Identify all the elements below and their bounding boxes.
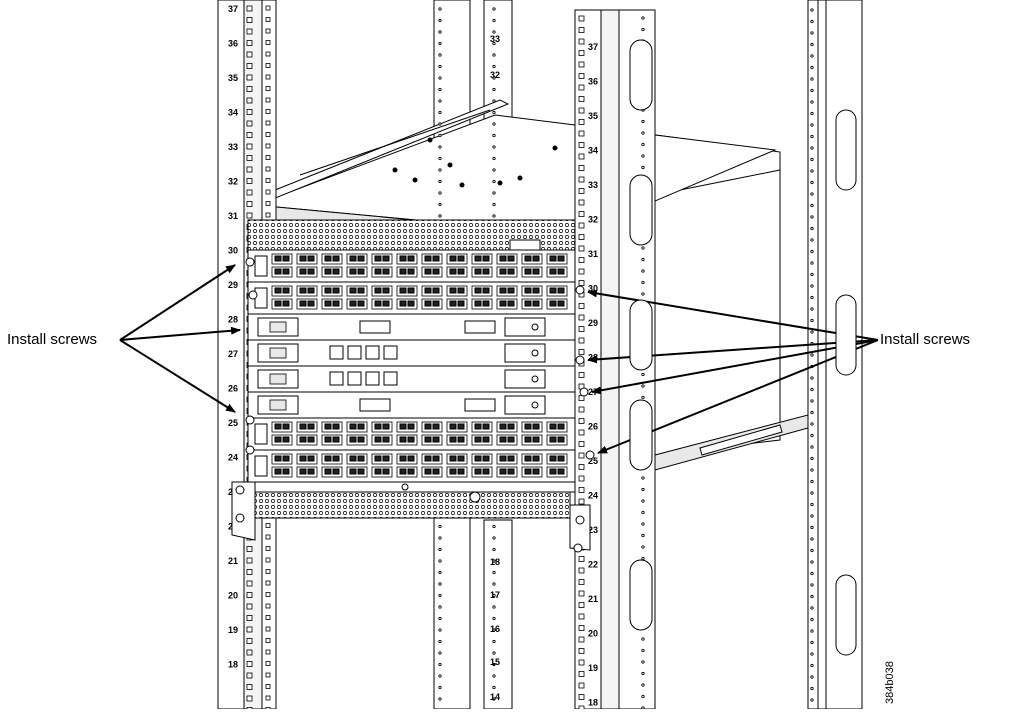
rack-unit-number: 20 <box>228 591 238 601</box>
rack-unit-number: 19 <box>228 625 238 635</box>
screw-left-4 <box>245 445 255 455</box>
screw-right-2 <box>575 355 585 365</box>
rack-unit-number: 36 <box>228 39 238 49</box>
screw-right-5 <box>575 515 585 525</box>
rack-unit-number: 26 <box>588 422 598 432</box>
rack-unit-number: 14 <box>490 692 500 702</box>
rack-unit-number: 24 <box>228 453 238 463</box>
rack-unit-number: 23 <box>588 525 598 535</box>
chassis-front-panel <box>231 219 591 551</box>
rack-unit-number: 34 <box>228 108 238 118</box>
rack-unit-number: 27 <box>228 349 238 359</box>
screw-left-5 <box>235 485 245 495</box>
arrow-right-1 <box>587 289 879 341</box>
rack-unit-number: 32 <box>228 177 238 187</box>
rear-rail-right-inner <box>817 0 827 710</box>
rack-unit-number: 30 <box>228 246 238 256</box>
rack-unit-number: 34 <box>588 146 598 156</box>
arrow-left-mid <box>119 326 241 341</box>
rack-unit-number: 33 <box>588 180 598 190</box>
rack-unit-number: 28 <box>588 353 598 363</box>
screw-right-3 <box>579 387 589 397</box>
rack-unit-number: 21 <box>588 594 598 604</box>
rack-unit-number: 18 <box>490 557 500 567</box>
rack-unit-number: 31 <box>228 211 238 221</box>
blade-4-ports <box>254 453 568 478</box>
rack-unit-number: 30 <box>588 284 598 294</box>
rack-unit-number: 31 <box>588 249 598 259</box>
arrow-right-3 <box>591 339 879 395</box>
rack-unit-number: 18 <box>588 698 598 708</box>
rack-unit-number: 16 <box>490 624 500 634</box>
screw-left-3 <box>245 415 255 425</box>
rack-unit-number: 28 <box>228 315 238 325</box>
rear-rail-slots <box>629 39 857 656</box>
rack-unit-number: 37 <box>228 4 238 14</box>
figure-id: 384b038 <box>884 661 896 704</box>
bottom-bracket-right <box>569 504 591 551</box>
rack-unit-number: 18 <box>228 660 238 670</box>
rack-unit-number: 33 <box>490 34 500 44</box>
rack-unit-number: 37 <box>588 42 598 52</box>
rack-unit-number: 35 <box>228 73 238 83</box>
install-screws-label-right: Install screws <box>880 331 971 348</box>
bottom-vent-grille <box>254 491 571 519</box>
rear-rail-unit-numbers: 33 32 18 17 16 15 14 <box>490 34 500 702</box>
arrow-left-bottom <box>119 339 236 413</box>
module-details <box>257 317 546 415</box>
screw-left-1 <box>245 257 255 267</box>
rack-unit-number: 35 <box>588 111 598 121</box>
screw-right-6 <box>573 543 583 553</box>
callout-arrows <box>119 264 879 454</box>
rack-unit-number: 25 <box>228 418 238 428</box>
rack-unit-number: 22 <box>588 560 598 570</box>
rack-unit-number: 21 <box>228 556 238 566</box>
rack-unit-number: 29 <box>228 280 238 290</box>
arrow-left-top <box>119 264 236 341</box>
blade-2-ports <box>254 285 568 310</box>
rear-rail-left-inner-lower <box>483 519 513 710</box>
bottom-bracket-left <box>231 481 256 541</box>
rack-unit-number: 36 <box>588 77 598 87</box>
rack-unit-number: 15 <box>490 657 500 667</box>
blade-3-ports <box>254 421 568 446</box>
screw-left-2 <box>248 290 258 300</box>
rack-unit-number: 26 <box>228 384 238 394</box>
install-screws <box>235 257 595 553</box>
rack-unit-number: 32 <box>588 215 598 225</box>
rack-unit-number: 29 <box>588 318 598 328</box>
screw-left-6 <box>235 513 245 523</box>
rack-unit-number: 19 <box>588 663 598 673</box>
screw-right-4 <box>585 450 595 460</box>
rack-unit-number: 32 <box>490 70 500 80</box>
rack-unit-number: 17 <box>490 590 500 600</box>
install-screws-label-left: Install screws <box>7 331 98 348</box>
bottom-bezel-strip <box>247 481 576 493</box>
rack-unit-number: 33 <box>228 142 238 152</box>
screw-right-1 <box>575 285 585 295</box>
blade-1-ports <box>254 253 568 278</box>
rack-unit-number: 20 <box>588 629 598 639</box>
rack-unit-number: 24 <box>588 491 598 501</box>
rack-unit-number: 25 <box>588 456 598 466</box>
